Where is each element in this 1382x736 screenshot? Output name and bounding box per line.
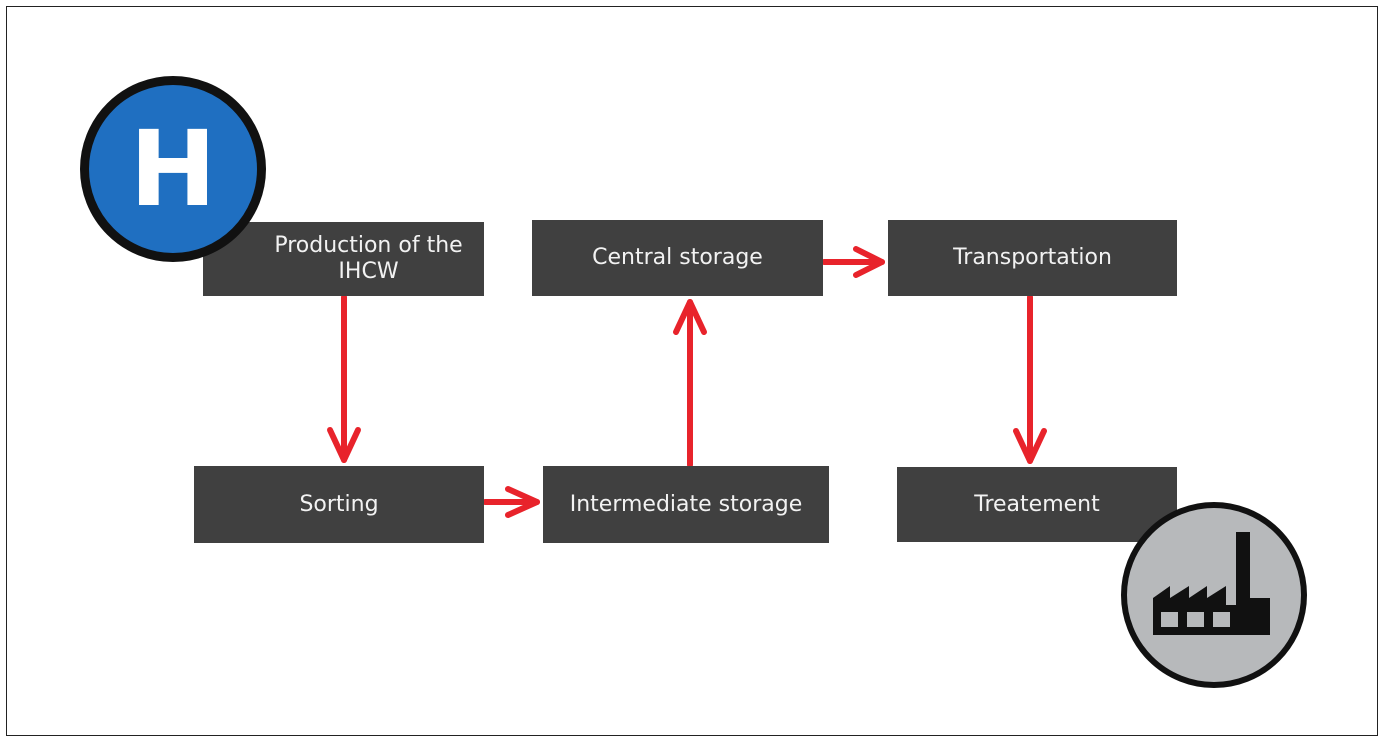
node-intermediate-storage: Intermediate storage xyxy=(543,466,829,543)
node-treatement-label: Treatement xyxy=(974,491,1100,517)
hospital-icon: H xyxy=(80,76,266,262)
node-central-storage-label: Central storage xyxy=(592,245,763,270)
node-transportation: Transportation xyxy=(888,220,1177,296)
node-sorting: Sorting xyxy=(194,466,484,543)
node-transportation-label: Transportation xyxy=(953,245,1112,270)
node-production-label-line1: Production of the xyxy=(274,233,463,258)
node-production-label-line2: IHCW xyxy=(338,259,399,284)
hospital-badge-letter: H xyxy=(129,108,217,230)
factory-glyph xyxy=(1153,532,1270,635)
node-production: Production of the IHCW xyxy=(203,222,484,296)
node-intermediate-storage-label: Intermediate storage xyxy=(569,491,803,517)
node-treatement: Treatement xyxy=(897,467,1177,542)
node-sorting-label: Sorting xyxy=(299,491,379,517)
node-central-storage: Central storage xyxy=(532,220,823,296)
factory-icon xyxy=(1121,502,1307,688)
